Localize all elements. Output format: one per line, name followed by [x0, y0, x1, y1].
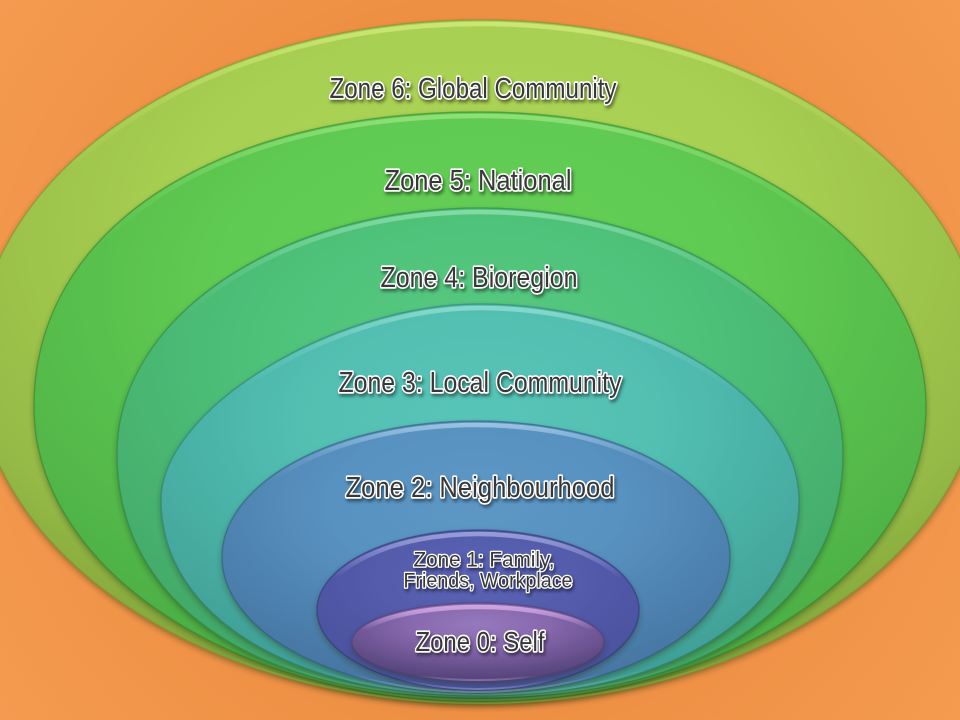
svg-text:Zone 6: Global Community: Zone 6: Global Community — [330, 73, 617, 105]
svg-text:Zone 1: Family,: Zone 1: Family, — [414, 548, 555, 572]
svg-text:Zone 2: Neighbourhood: Zone 2: Neighbourhood — [346, 472, 615, 504]
svg-text:Zone 3: Local Community: Zone 3: Local Community — [339, 367, 622, 399]
svg-text:Zone 4: Bioregion: Zone 4: Bioregion — [381, 262, 578, 294]
svg-text:Zone 5: National: Zone 5: National — [385, 165, 572, 197]
svg-text:Zone 0: Self: Zone 0: Self — [416, 626, 545, 657]
svg-text:Friends, Workplace: Friends, Workplace — [404, 569, 573, 593]
